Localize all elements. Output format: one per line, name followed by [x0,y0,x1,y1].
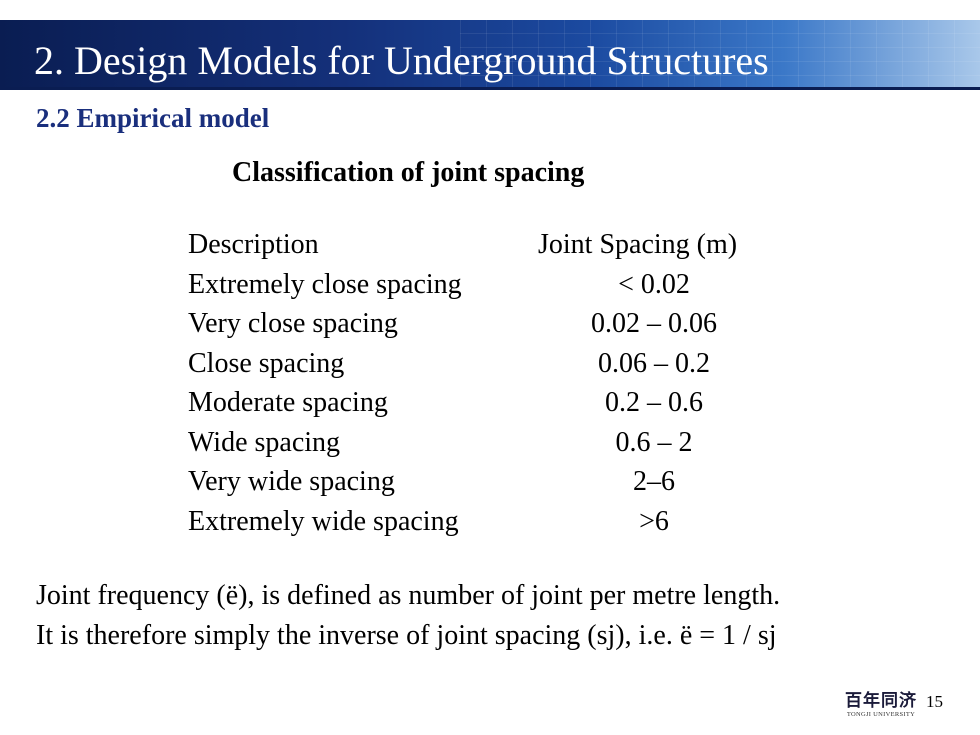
title-bar: 2. Design Models for Underground Structu… [0,20,980,90]
table-header-row: Description Joint Spacing (m) [188,225,770,265]
page-number: 15 [926,692,943,711]
table-title: Classification of joint spacing [232,157,585,188]
row-description: Very close spacing [188,308,398,339]
logo-chinese-text: 百年同济 [845,691,917,711]
slide-title: 2. Design Models for Underground Structu… [34,38,769,83]
column-header-spacing: Joint Spacing (m) [538,229,738,260]
row-description: Wide spacing [188,426,341,458]
row-spacing-value: 0.2 – 0.6 [605,387,703,418]
tongji-university-logo: 百年同济 TONGJI UNIVERSITY [841,691,921,719]
joint-frequency-paragraph: Joint frequency (ë), is defined as numbe… [36,576,780,656]
row-description: Extremely close spacing [188,268,462,300]
row-spacing-value: 0.02 – 0.06 [591,308,717,339]
row-description: Extremely wide spacing [188,505,459,537]
table-row: Moderate spacing 0.2 – 0.6 [188,383,770,423]
table-row: Extremely wide spacing >6 [188,502,770,542]
row-spacing-value: < 0.02 [618,268,690,300]
title-bar-pattern [460,20,980,90]
column-header-description: Description [188,229,319,260]
table-row: Very wide spacing 2–6 [188,462,770,502]
row-description: Close spacing [188,347,345,379]
row-spacing-value: 2–6 [633,466,675,497]
paragraph-line-1: Joint frequency (ë), is defined as numbe… [36,580,781,611]
section-subtitle: 2.2 Empirical model [36,103,270,133]
joint-spacing-table: Description Joint Spacing (m) Extremely … [188,225,770,541]
table-row: Extremely close spacing < 0.02 [188,265,770,305]
row-spacing-value: 0.06 – 0.2 [598,347,710,379]
logo-english-text: TONGJI UNIVERSITY [846,711,916,718]
paragraph-line-2: It is therefore simply the inverse of jo… [36,620,777,651]
table-row: Wide spacing 0.6 – 2 [188,423,770,463]
row-description: Moderate spacing [188,387,388,418]
row-spacing-value: >6 [639,505,669,537]
table-row: Close spacing 0.06 – 0.2 [188,344,770,384]
row-spacing-value: 0.6 – 2 [615,426,693,458]
table-row: Very close spacing 0.02 – 0.06 [188,304,770,344]
row-description: Very wide spacing [188,466,395,497]
